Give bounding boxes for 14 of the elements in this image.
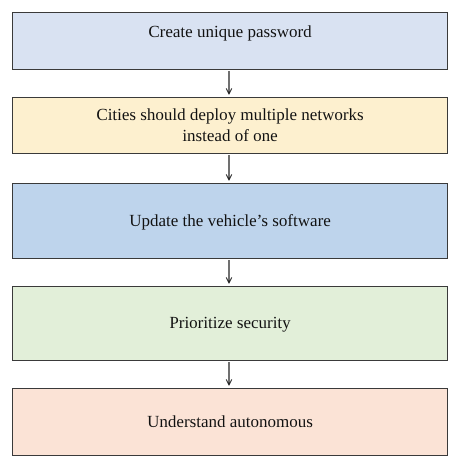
step-text: Understand autonomous bbox=[147, 412, 313, 432]
arrow bbox=[226, 362, 232, 386]
step-text: Prioritize security bbox=[169, 313, 291, 334]
step-text: Create unique password bbox=[148, 22, 312, 42]
arrow bbox=[226, 260, 232, 284]
process-box bbox=[12, 12, 448, 70]
step-text: Cities should deploy multiple networks instead of one bbox=[95, 105, 365, 146]
process-box bbox=[12, 388, 448, 456]
process-box bbox=[12, 97, 448, 154]
process-box bbox=[12, 286, 448, 361]
step-text: Update the vehicle’s software bbox=[129, 210, 331, 232]
process-box bbox=[12, 183, 448, 259]
arrow bbox=[226, 71, 232, 94]
arrow bbox=[226, 155, 232, 180]
